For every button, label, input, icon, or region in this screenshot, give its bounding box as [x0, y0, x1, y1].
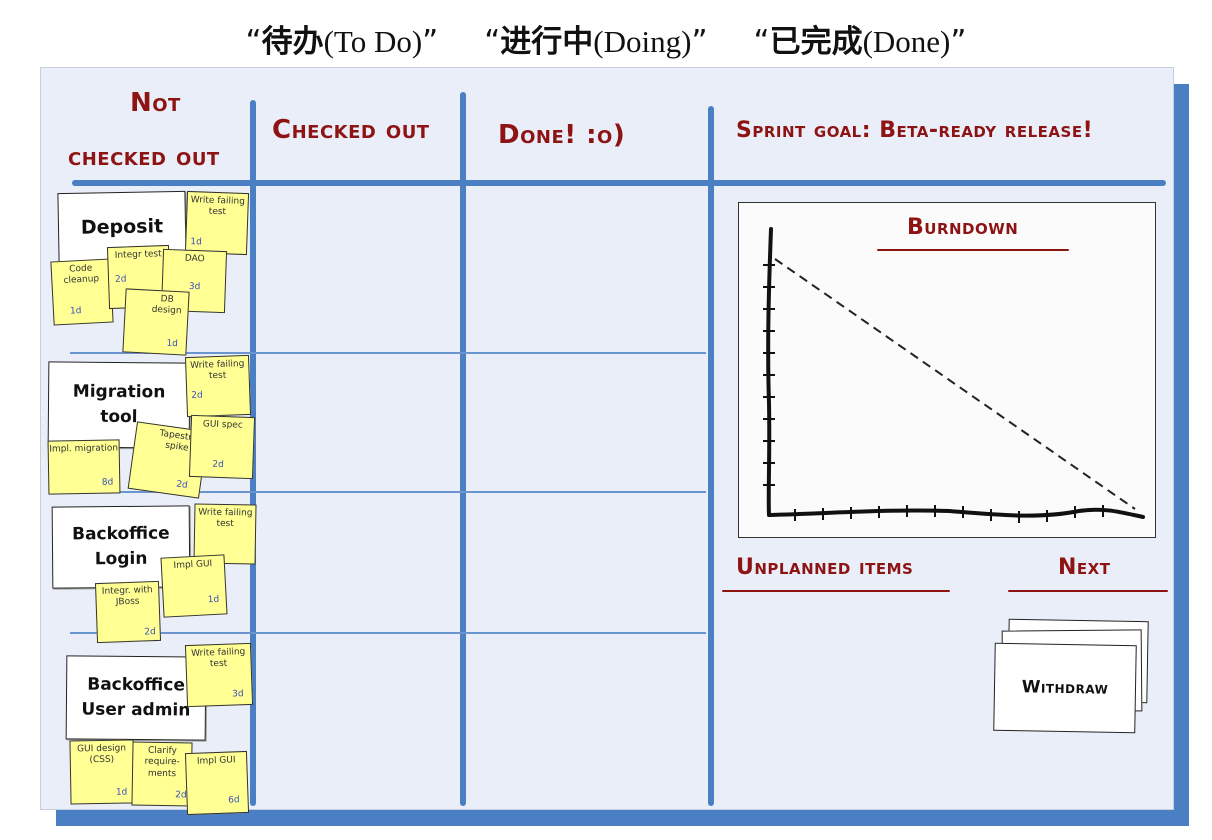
task-sticky[interactable]: Write failing test 1d: [184, 190, 250, 256]
quote-open: “: [245, 23, 262, 60]
task-text: Write failing test: [190, 195, 246, 218]
header-not-checked-out-line1: Not: [130, 88, 181, 118]
header-not-checked-out-line2: checked out: [68, 142, 220, 172]
task-estimate: 2d: [191, 390, 203, 401]
burndown-chart: Burndown: [738, 202, 1156, 538]
task-sticky[interactable]: Impl GUI 6d: [184, 750, 250, 816]
task-text: Integr. with JBoss: [101, 585, 153, 608]
burndown-title: Burndown: [907, 215, 1019, 240]
burndown-x-axis: [767, 507, 1145, 519]
burndown-x-ticks: [794, 505, 1104, 523]
story-title: Deposit: [80, 215, 164, 239]
next-card-withdraw[interactable]: Withdraw: [993, 642, 1137, 734]
legend-done: “已完成(Done)”: [754, 16, 967, 61]
burndown-sketch: [763, 227, 1145, 523]
column-legend-banner: “待办(To Do)” “进行中(Doing)” “已完成(Done)”: [0, 16, 1212, 60]
task-sticky[interactable]: Code cleanup 1d: [50, 258, 114, 326]
unplanned-underline: [722, 590, 950, 592]
task-estimate: 1d: [190, 236, 202, 248]
next-card-title: Withdraw: [1021, 677, 1109, 699]
task-estimate: 2d: [175, 789, 187, 801]
task-sticky[interactable]: Impl GUI 1d: [160, 554, 228, 618]
burndown-title-underline: [877, 249, 1069, 251]
row-divider-3: [70, 632, 706, 634]
burndown-y-axis: [766, 227, 773, 517]
header-checked-out: Checked out: [272, 115, 430, 145]
task-estimate: 3d: [188, 281, 201, 292]
task-sticky[interactable]: DB design 1d: [122, 288, 190, 356]
legend-todo-en: (To Do): [323, 23, 423, 59]
task-estimate: 6d: [227, 794, 240, 806]
task-text: Impl. migration: [49, 443, 119, 455]
story-title: Backoffice: [71, 523, 170, 544]
legend-todo: “待办(To Do)”: [246, 16, 439, 61]
task-text: Write failing test: [189, 359, 245, 382]
story-title: Migration: [72, 381, 166, 402]
task-text: GUI design (CSS): [77, 743, 127, 766]
task-estimate: 1d: [166, 338, 179, 349]
task-sticky[interactable]: Impl. migration 8d: [47, 439, 121, 495]
task-text: DB design: [151, 294, 182, 317]
row-divider-1: [70, 352, 706, 354]
task-text: Code cleanup: [63, 263, 100, 287]
task-sticky[interactable]: GUI spec 2d: [188, 414, 256, 480]
header-sprint-goal: Sprint goal: Beta-ready release!: [736, 118, 1094, 143]
task-estimate: 3d: [232, 688, 244, 700]
quote-open: “: [484, 23, 501, 60]
task-estimate: 8d: [101, 477, 114, 488]
legend-todo-zh: 待办: [261, 23, 324, 60]
task-estimate: 2d: [212, 459, 225, 470]
task-text: Integr test: [114, 249, 162, 261]
header-done: Done! :o): [498, 120, 626, 150]
task-estimate: 2d: [114, 274, 127, 285]
story-subtitle: User admin: [81, 699, 191, 721]
burndown-y-ticks: [763, 264, 775, 486]
task-estimate: 1d: [115, 787, 128, 798]
burndown-ideal-line: [774, 258, 1136, 510]
task-estimate: 2d: [144, 626, 156, 638]
quote-close: ”: [691, 23, 708, 60]
legend-doing-en: (Doing): [593, 23, 692, 59]
next-underline: [1008, 590, 1168, 592]
legend-doing: “进行中(Doing)”: [484, 16, 707, 61]
task-text: DAO: [184, 253, 205, 265]
task-estimate: 1d: [69, 305, 82, 317]
row-divider-2: [70, 491, 706, 493]
header-next: Next: [1058, 555, 1111, 580]
header-divider: [72, 180, 1166, 186]
task-estimate: 1d: [207, 594, 220, 606]
legend-done-en: (Done): [862, 23, 951, 59]
quote-open: “: [753, 23, 770, 60]
task-text: Write failing test: [190, 647, 246, 670]
task-sticky[interactable]: Write failing test 2d: [184, 354, 252, 418]
task-text: GUI spec: [202, 419, 243, 431]
column-divider-2: [460, 92, 466, 806]
task-sticky[interactable]: GUI design (CSS) 1d: [69, 739, 135, 805]
quote-close: ”: [950, 23, 967, 60]
story-title: Backoffice: [87, 674, 186, 695]
task-text: Impl GUI: [173, 559, 213, 572]
legend-doing-zh: 进行中: [500, 23, 594, 60]
column-divider-3: [708, 106, 714, 806]
task-estimate: 2d: [175, 479, 189, 491]
task-text: Clarify require-ments: [144, 745, 180, 779]
task-text: Impl GUI: [196, 755, 236, 767]
task-sticky[interactable]: Write failing test 3d: [184, 642, 254, 708]
header-unplanned-items: Unplanned items: [736, 555, 914, 580]
quote-close: ”: [422, 23, 439, 60]
task-sticky[interactable]: Clarify require-ments 2d: [131, 741, 193, 807]
task-sticky[interactable]: Integr. with JBoss 2d: [94, 580, 162, 644]
legend-done-zh: 已完成: [769, 23, 863, 60]
task-text: Write failing test: [198, 507, 253, 530]
